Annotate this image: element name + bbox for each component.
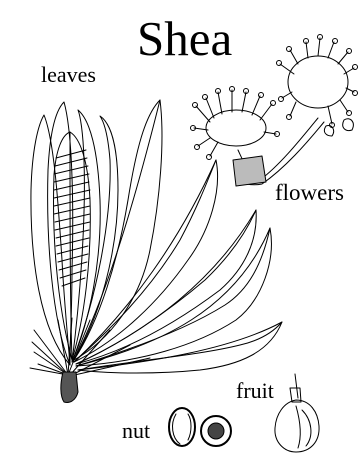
- fruit-shading: [296, 406, 311, 448]
- flower-stamens-right: [277, 35, 358, 128]
- flowers-drawing: [191, 35, 358, 187]
- leaf-midrib: [74, 160, 216, 362]
- fruit-drawing: [275, 374, 319, 452]
- nuts-drawing: [169, 408, 231, 446]
- flower-cluster: [206, 110, 266, 146]
- leaf: [72, 110, 100, 362]
- leaf-midrib: [76, 210, 256, 364]
- twig-base: [61, 372, 78, 403]
- leaf: [72, 116, 118, 362]
- flower-bud: [343, 119, 354, 131]
- leaf: [74, 160, 218, 362]
- nut-right-hilum: [208, 423, 224, 439]
- nut-left-detail: [173, 414, 191, 444]
- leaf: [76, 210, 256, 364]
- flower-cluster: [288, 56, 348, 108]
- flower-stamens-left: [191, 87, 280, 160]
- fruit-stalk: [295, 374, 298, 398]
- flower-bud: [324, 126, 333, 136]
- flower-twig: [233, 156, 266, 186]
- leaf: [76, 228, 271, 366]
